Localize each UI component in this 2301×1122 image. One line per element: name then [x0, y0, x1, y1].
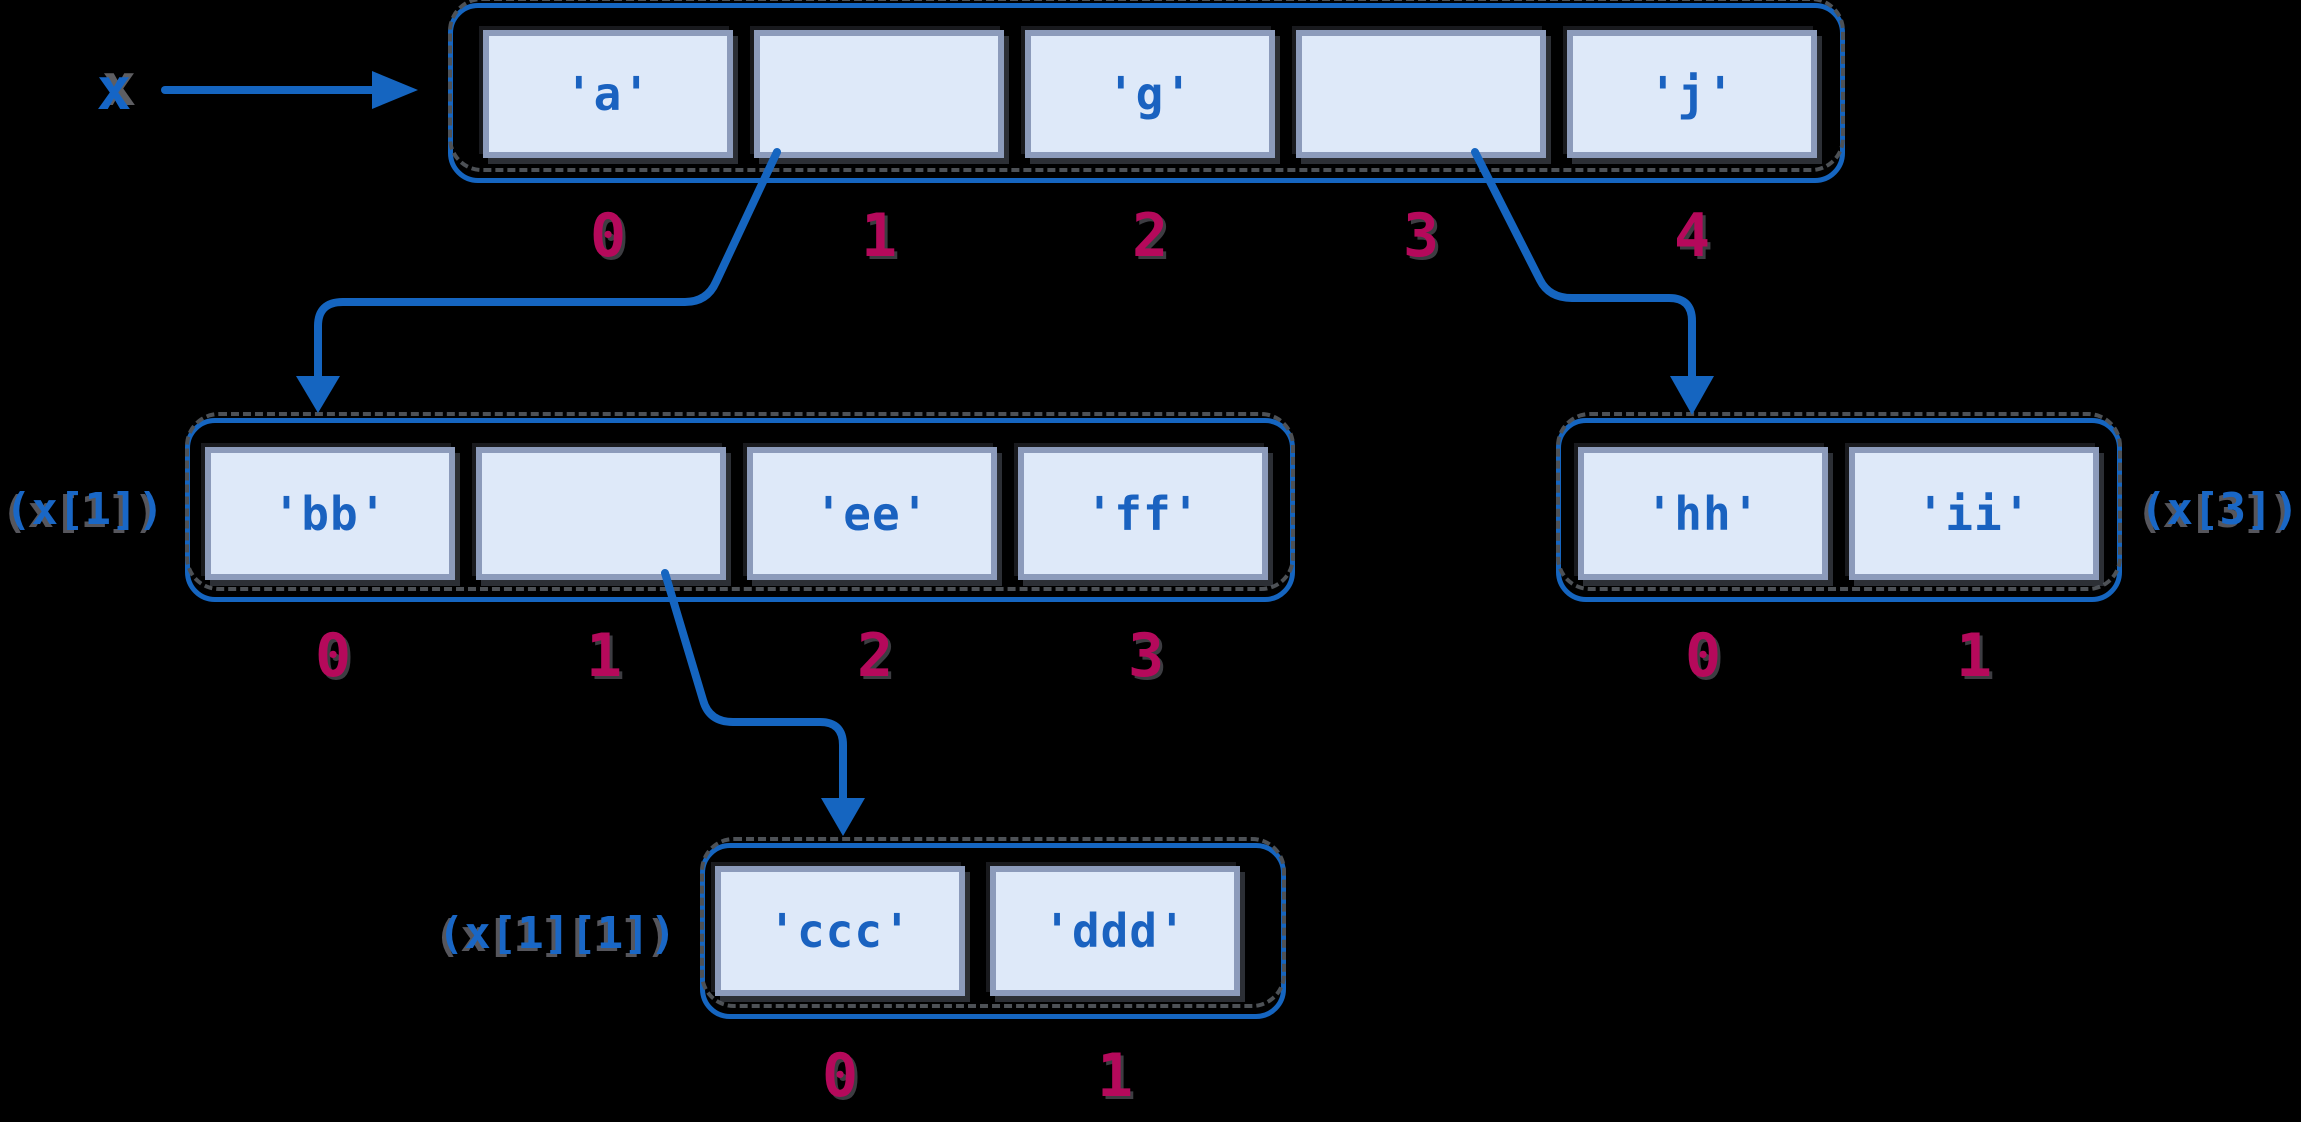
arrow-slot1-to-x1-list [314, 148, 781, 382]
list-x3-cell-0: 'hh' [1578, 447, 1828, 580]
list-x-index-4: 4 [1673, 201, 1711, 271]
list-x-index-3: 3 [1402, 201, 1440, 271]
arrow-slot3-to-x3-list [1471, 148, 1696, 382]
list-x-index-1: 1 [860, 201, 898, 271]
list-x3-cell-1: 'ii' [1849, 447, 2099, 580]
arrow-x1slot1-to-x11-list [661, 569, 847, 804]
list-x11-label: (x[1][1]) [437, 908, 677, 959]
list-x3-index-0: 0 [1684, 621, 1722, 691]
list-x3-label: (x[3]) [2140, 484, 2299, 535]
list-x11-index-0: 0 [821, 1041, 859, 1111]
list-x-cell-0: 'a' [483, 30, 733, 158]
list-x1-cell-3: 'ff' [1018, 447, 1268, 580]
list-x1-index-2: 2 [856, 621, 894, 691]
list-x1-cell-1 [476, 447, 726, 580]
list-x1: 'bb' 'ee' 'ff' [185, 412, 1295, 602]
list-x-cell-1 [754, 30, 1004, 158]
variable-x-label: x [96, 55, 132, 123]
list-x-cell-2: 'g' [1025, 30, 1275, 158]
list-x1-index-1: 1 [585, 621, 623, 691]
list-x3: 'hh' 'ii' [1556, 412, 2122, 602]
list-x11-cell-0: 'ccc' [715, 866, 965, 996]
list-x-index-2: 2 [1131, 201, 1169, 271]
list-x: 'a' 'g' 'j' [448, 0, 1845, 183]
arrowhead-down-x3-icon [1670, 376, 1714, 415]
list-x1-cell-0: 'bb' [205, 447, 455, 580]
list-x11-index-1: 1 [1096, 1041, 1134, 1111]
arrowhead-down-x1-icon [296, 376, 340, 413]
list-x11-cell-1: 'ddd' [990, 866, 1240, 996]
arrowhead-down-x11-icon [821, 798, 865, 836]
list-x1-label: (x[1]) [5, 484, 164, 535]
list-x-cell-4: 'j' [1567, 30, 1817, 158]
list-x11: 'ccc' 'ddd' [700, 837, 1286, 1019]
list-x1-index-0: 0 [314, 621, 352, 691]
list-x1-cell-2: 'ee' [747, 447, 997, 580]
list-x3-index-1: 1 [1955, 621, 1993, 691]
arrowhead-right-icon [372, 71, 418, 109]
list-x-index-0: 0 [589, 201, 627, 271]
list-x-cell-3 [1296, 30, 1546, 158]
list-x1-index-3: 3 [1127, 621, 1165, 691]
